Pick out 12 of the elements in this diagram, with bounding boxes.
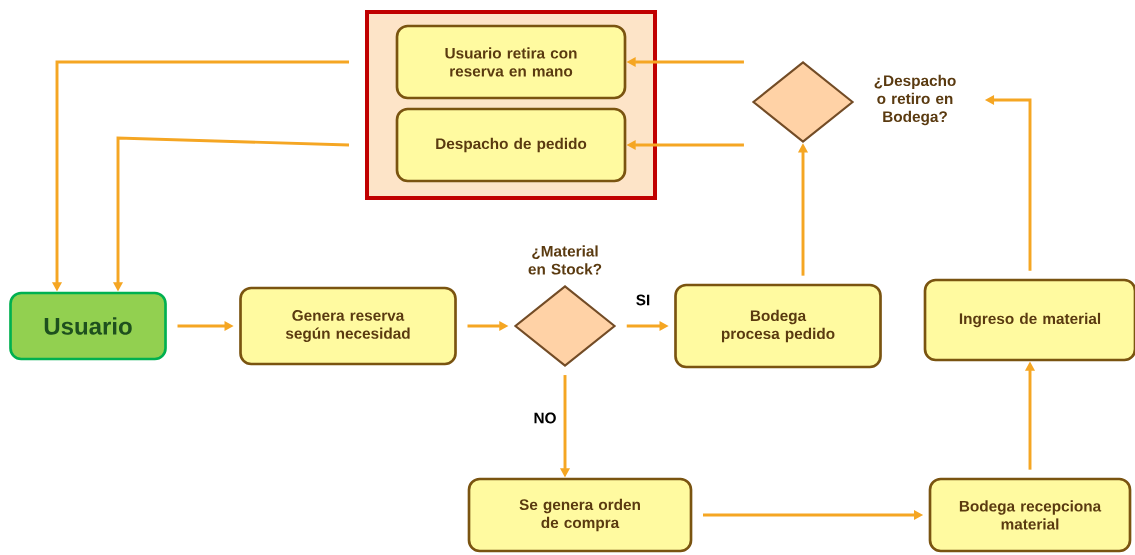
process-box: Bodega recepciona material [928,477,1132,553]
user-box: Usuario [9,291,167,361]
edge-label: NO [532,411,558,425]
process-box: Bodega procesa pedido [674,283,882,369]
process-box: Ingreso de material [923,278,1135,362]
edge-label: SI [634,293,652,307]
decision-label: ¿Material en Stock? [528,245,602,275]
process-box: Usuario retira con reserva en mano [395,24,627,100]
process-box: Despacho de pedido [395,107,627,183]
process-box: Se genera orden de compra [467,477,693,553]
decision-label: ¿Despacho o retiro en Bodega? [874,74,956,126]
process-box: Genera reserva según necesidad [239,286,457,366]
